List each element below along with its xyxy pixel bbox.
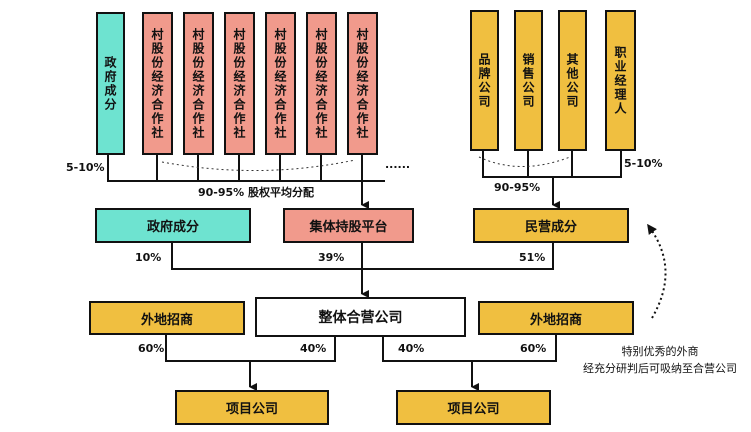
note-line-1: 特别优秀的外商 — [621, 345, 699, 358]
outside-investment-box-right: 外地招商 — [478, 301, 634, 335]
coop-box: 村股份经济合作社 — [142, 12, 173, 155]
right-outside-pct: 60% — [520, 342, 547, 355]
gov-pct-label: 5-10% — [66, 161, 105, 174]
coop-box: 村股份经济合作社 — [306, 12, 337, 155]
coop-box: 村股份经济合作社 — [224, 12, 255, 155]
private-share-box: 民营成分 — [473, 208, 629, 243]
annotation-note: 特别优秀的外商 经充分研判后可吸纳至合营公司 — [570, 343, 750, 377]
other-company-box: 其他公司 — [558, 10, 587, 151]
brand-company-box: 品牌公司 — [470, 10, 499, 151]
more-ellipsis: ...... — [385, 158, 411, 171]
gov-pct: 10% — [135, 251, 162, 264]
left-outside-pct: 60% — [138, 342, 165, 355]
split-label: 90-95% 股权平均分配 — [198, 186, 315, 199]
project-company-box-left: 项目公司 — [175, 390, 329, 425]
manager-box: 职业经理人 — [605, 10, 636, 151]
right-joint-pct: 40% — [398, 342, 425, 355]
private-pct: 51% — [519, 251, 546, 264]
staff-pct-label: 5-10% — [624, 157, 663, 170]
coop-box: 村股份经济合作社 — [183, 12, 214, 155]
gov-share-box: 政府成分 — [95, 208, 251, 243]
companies-pct-label: 90-95% — [494, 181, 541, 194]
sales-company-box: 销售公司 — [514, 10, 543, 151]
outside-investment-box-left: 外地招商 — [89, 301, 245, 335]
coop-box: 村股份经济合作社 — [265, 12, 296, 155]
collective-platform-box: 集体持股平台 — [283, 208, 414, 243]
gov-share-box-top: 政府成分 — [96, 12, 125, 155]
left-joint-pct: 40% — [300, 342, 327, 355]
joint-venture-box: 整体合营公司 — [255, 297, 466, 337]
collective-pct: 39% — [318, 251, 345, 264]
project-company-box-right: 项目公司 — [396, 390, 551, 425]
note-line-2: 经充分研判后可吸纳至合营公司 — [583, 362, 737, 375]
coop-box: 村股份经济合作社 — [347, 12, 378, 155]
